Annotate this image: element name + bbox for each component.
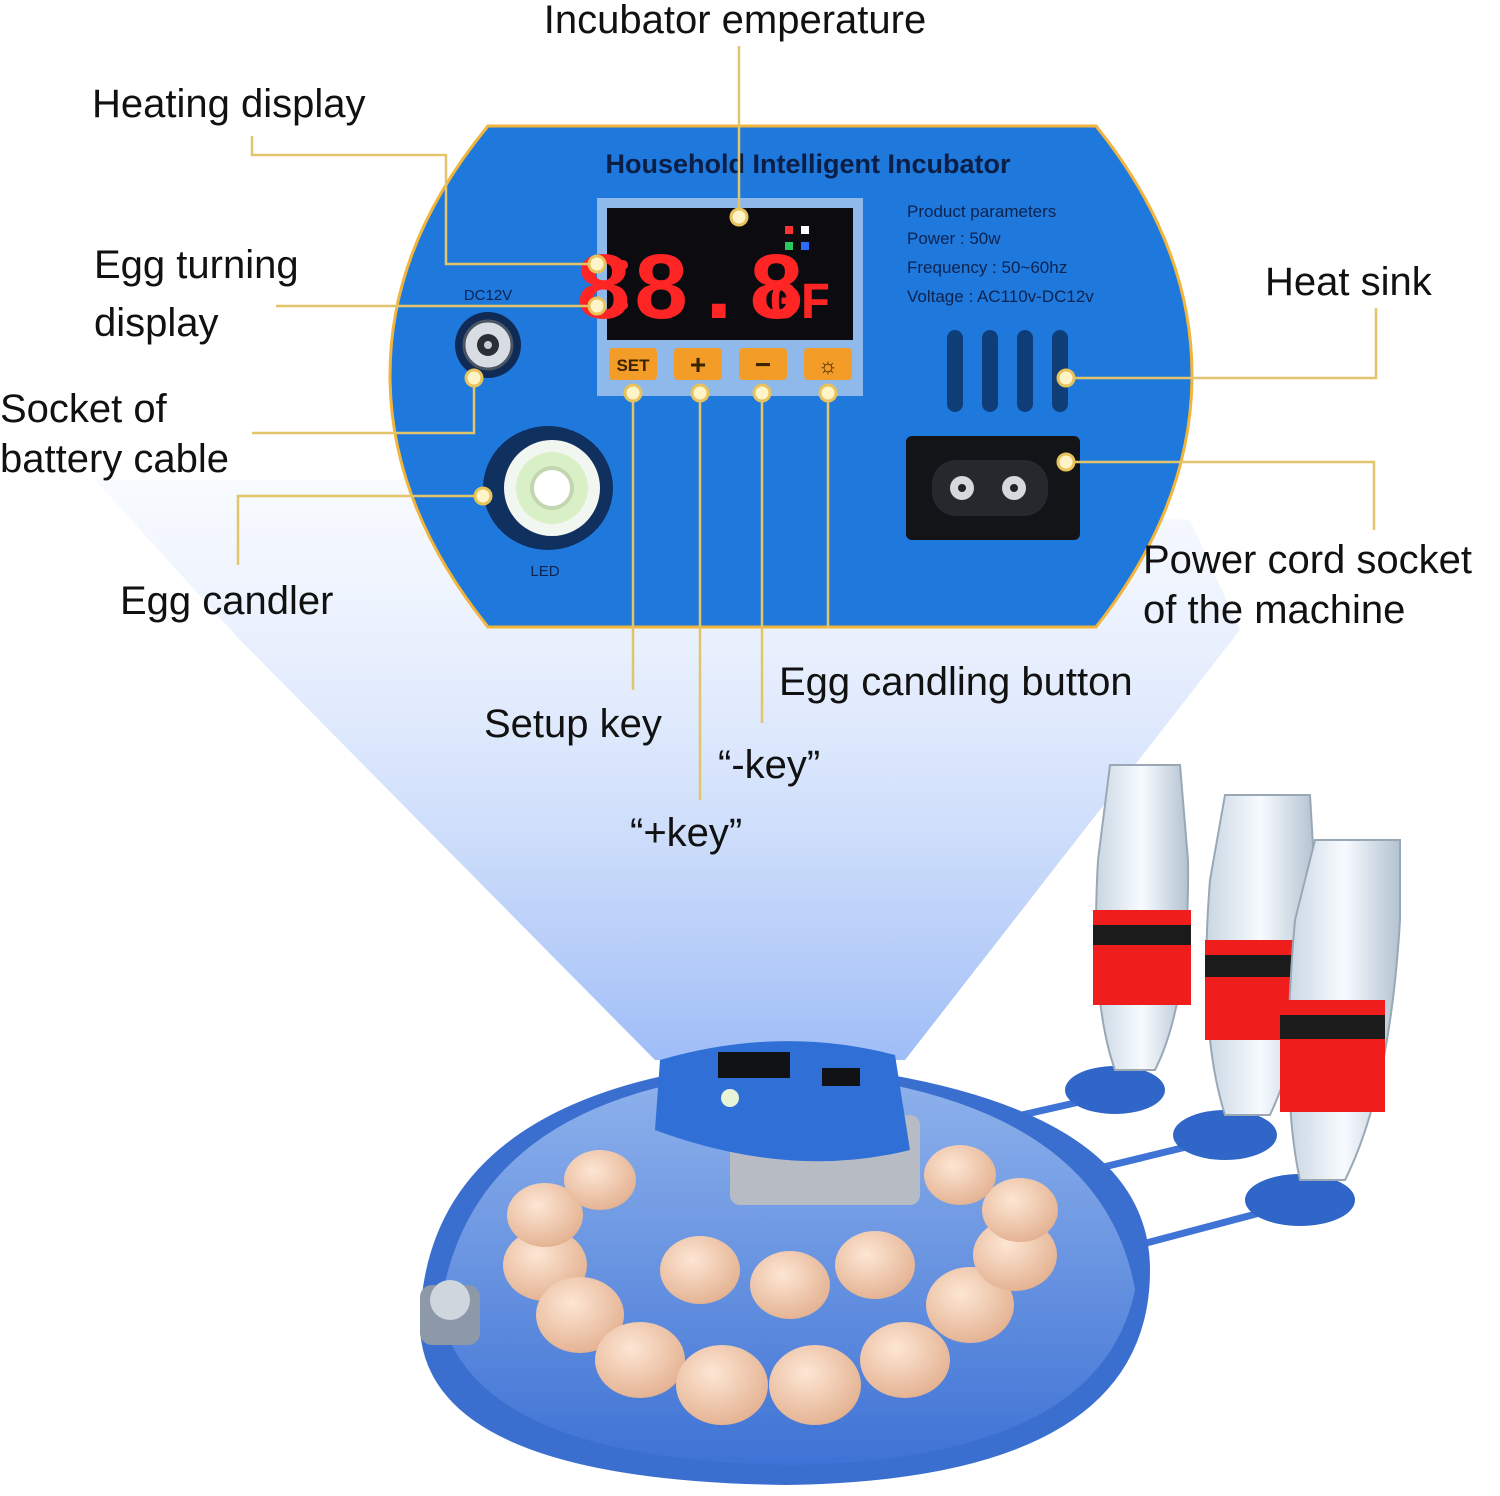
water-bottle-1 <box>1093 764 1191 1071</box>
label-setup-key: Setup key <box>484 702 662 746</box>
param-voltage: Voltage : AC110v-DC12v <box>907 287 1094 306</box>
key-plus-label: + <box>690 349 706 380</box>
control-panel: Household Intelligent Incubator 88.8 0F … <box>388 124 1194 629</box>
leader-lines <box>236 46 1378 800</box>
unit-indicator: 0F <box>769 275 831 334</box>
label-egg-turning-1: Egg turning <box>94 243 299 287</box>
label-egg-turning-2: display <box>94 301 219 345</box>
label-plus-key: “+key” <box>630 811 742 855</box>
params-heading: Product parameters <box>907 202 1056 221</box>
label-heat-sink: Heat sink <box>1265 260 1433 304</box>
panel-title: Household Intelligent Incubator <box>606 149 1011 179</box>
lcd-screen <box>607 208 853 340</box>
dc-socket[interactable] <box>455 312 521 378</box>
key-minus[interactable]: − <box>739 348 787 380</box>
label-minus-key: “-key” <box>718 743 820 787</box>
key-candling[interactable]: ☼ <box>804 348 852 380</box>
dc-label: DC12V <box>464 287 512 304</box>
top-control-unit <box>655 1041 920 1205</box>
key-set-label: SET <box>616 356 650 375</box>
key-set[interactable]: SET <box>609 348 657 380</box>
led-label: LED <box>530 563 559 580</box>
led-candler[interactable] <box>483 426 613 550</box>
key-plus[interactable]: + <box>674 348 722 380</box>
label-heating-display: Heating display <box>92 82 366 126</box>
leader-dots <box>464 207 1076 506</box>
water-bottle-3 <box>1280 839 1401 1181</box>
fan-status-icon <box>785 226 809 250</box>
label-socket-2: battery cable <box>0 437 229 481</box>
power-socket[interactable] <box>906 436 1080 540</box>
label-egg-candling-button: Egg candling button <box>779 660 1133 704</box>
bottle-stands <box>1065 1066 1355 1226</box>
key-minus-label: − <box>755 349 771 380</box>
heating-indicator-icon <box>618 260 628 270</box>
side-candler-button <box>420 1280 480 1345</box>
egg-ring <box>503 1145 1058 1425</box>
param-power: Power : 50w <box>907 229 1001 248</box>
incubator-illustration <box>420 764 1401 1485</box>
bulb-icon: ☼ <box>818 353 838 378</box>
turning-indicator-icon <box>618 300 628 310</box>
temperature-digits: 88.8 <box>575 238 805 347</box>
label-egg-candler: Egg candler <box>120 579 333 623</box>
label-incubator-temperature: Incubator emperature <box>544 0 926 42</box>
label-power-socket-1: Power cord socket <box>1143 538 1472 582</box>
label-power-socket-2: of the machine <box>1143 588 1405 632</box>
param-frequency: Frequency : 50~60hz <box>907 258 1067 277</box>
label-socket-1: Socket of <box>0 387 168 431</box>
